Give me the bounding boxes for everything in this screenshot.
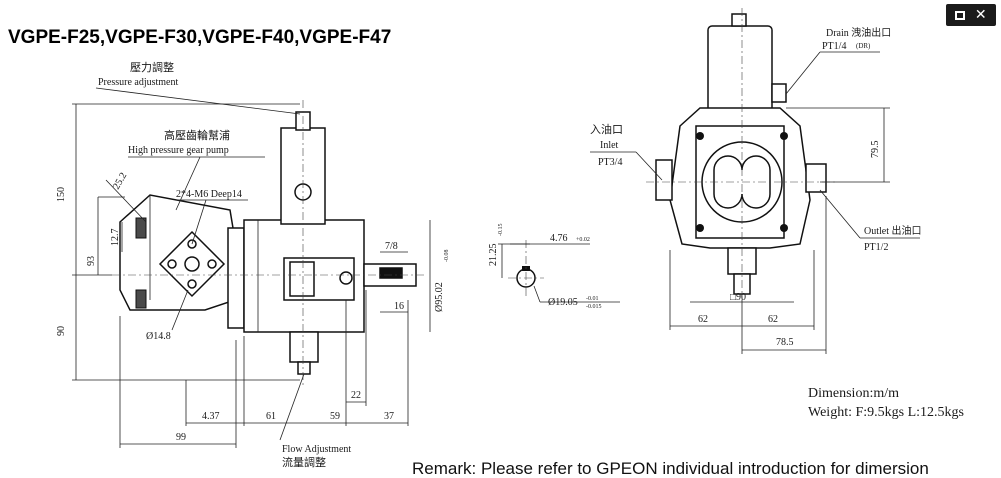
dim-7-8: 7/8 <box>385 241 398 252</box>
front-view <box>646 8 836 300</box>
flow-label-cn: 流量調整 <box>282 455 326 469</box>
outlet-port <box>805 163 827 193</box>
pressure-label-en: Pressure adjustment <box>98 77 178 88</box>
dim-99: 99 <box>176 432 186 443</box>
outlet-pt: PT1/2 <box>864 242 888 253</box>
flow-knob <box>297 361 311 375</box>
gear-pump-port-bottom <box>135 289 147 309</box>
dim-62-right: 62 <box>768 314 778 325</box>
dim-21-25-tol: -0.15 <box>498 224 504 237</box>
dim-95-tol: -0.08 <box>444 250 450 263</box>
dim-95: Ø95.02 <box>434 282 445 312</box>
flow-label-en: Flow Adjustment <box>282 444 351 455</box>
dim-16: 16 <box>394 301 404 312</box>
side-annotations: 壓力調整 Pressure adjustment 高壓齒輪幫浦 High pre… <box>56 60 450 469</box>
drain-pt: PT1/4 <box>822 41 846 52</box>
side-view <box>112 100 425 386</box>
inlet-port <box>655 159 673 201</box>
dim-93: 93 <box>86 256 97 266</box>
outlet-label: Outlet 出油口 <box>864 224 922 237</box>
remark-note: Remark: Please refer to GPEON individual… <box>412 459 929 478</box>
drain-dr: (DR) <box>856 42 871 50</box>
pressure-label-cn: 壓力調整 <box>130 60 174 74</box>
dim-4-76-tol: +0.02 <box>576 237 590 243</box>
model-title: VGPE-F25,VGPE-F30,VGPE-F40,VGPE-F47 <box>8 27 391 48</box>
dim-21-25: 21.25 <box>488 244 499 267</box>
front-annotations: Drain 洩油出口 PT1/4 (DR) 入油口 Inlet PT3/4 Ou… <box>590 26 922 354</box>
dim-79-5: 79.5 <box>870 141 881 159</box>
inlet-label-cn: 入油口 <box>590 122 623 136</box>
dim-4-76: 4.76 <box>550 233 568 244</box>
dim-59: 59 <box>330 411 340 422</box>
dim-19-05-tol1: -0.01 <box>586 296 599 302</box>
gear-pump-port-top <box>135 217 147 239</box>
dim-90: 90 <box>56 326 67 336</box>
shaft-detail: 21.25 -0.15 4.76 +0.02 Ø19.05 -0.01 -0.0… <box>488 224 620 310</box>
dimension-unit: Dimension:m/m <box>808 386 899 401</box>
restore-icon[interactable] <box>955 10 966 20</box>
holes-note: 2*4-M6 Deep14 <box>176 189 242 200</box>
inlet-pt: PT3/4 <box>598 157 622 168</box>
dim-90-square: □90 <box>730 292 746 303</box>
dim-19-05-tol2: -0.015 <box>586 304 602 310</box>
dim-4-37: 4.37 <box>202 411 220 422</box>
dim-19-05: Ø19.05 <box>548 297 578 308</box>
adapter-ring <box>227 227 245 329</box>
dim-78-5: 78.5 <box>776 337 794 348</box>
dim-62-left: 62 <box>698 314 708 325</box>
close-icon[interactable]: ✕ <box>974 7 987 23</box>
inlet-label-en: Inlet <box>600 140 619 151</box>
dim-12-7: 12.7 <box>110 229 121 247</box>
weight-spec: Weight: F:9.5kgs L:12.5kgs <box>808 405 964 420</box>
dim-61: 61 <box>266 411 276 422</box>
gear-pump-label-en: High pressure gear pump <box>128 145 229 156</box>
dim-14-8: Ø14.8 <box>146 331 171 342</box>
window-controls: ✕ <box>946 4 996 26</box>
dim-37: 37 <box>384 411 394 422</box>
drain-label: Drain 洩油出口 <box>826 26 891 39</box>
dim-150: 150 <box>56 187 67 202</box>
dim-22: 22 <box>351 390 361 401</box>
gear-pump-label-cn: 高壓齒輪幫浦 <box>164 128 230 142</box>
